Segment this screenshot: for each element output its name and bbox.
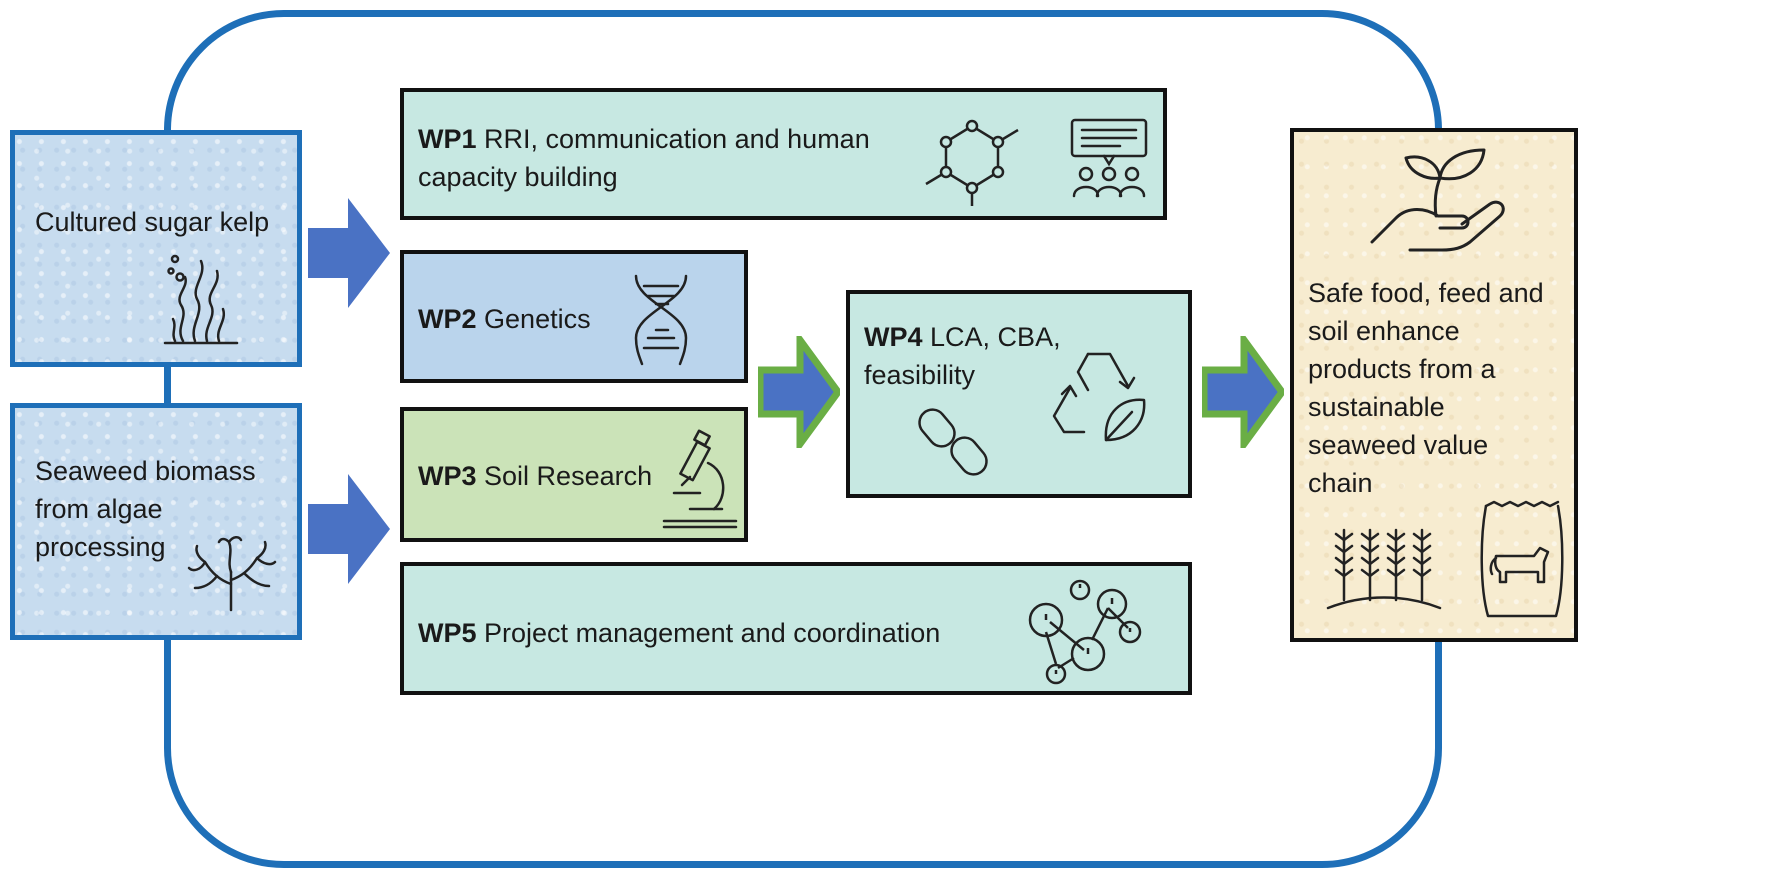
recycle-leaf-icon bbox=[1052, 352, 1146, 442]
kelp-icon bbox=[163, 254, 239, 345]
discussion-group-icon bbox=[1070, 118, 1148, 198]
wp-to-wp4-arrow bbox=[758, 336, 840, 448]
people-network-icon bbox=[1028, 579, 1142, 685]
input-biomass-line1: Seaweed biomass bbox=[35, 456, 256, 486]
wp2-box: WP2 Genetics bbox=[400, 250, 748, 383]
wp5-id: WP5 bbox=[418, 618, 477, 648]
wp5-box: WP5 Project management and coordination bbox=[400, 562, 1192, 695]
wp4-title: LCA, CBA, bbox=[930, 322, 1061, 352]
wp2-id: WP2 bbox=[418, 304, 477, 334]
microscope-icon bbox=[662, 429, 738, 529]
wp1-box: WP1 RRI, communication and human capacit… bbox=[400, 88, 1167, 220]
wp4-to-output-arrow bbox=[1202, 336, 1284, 448]
input-biomass-line2: from algae bbox=[35, 494, 163, 524]
wp1-label-line1: WP1 RRI, communication and human bbox=[418, 120, 870, 158]
wp4-label-line1: WP4 LCA, CBA, bbox=[864, 318, 1061, 356]
output-box: Safe food, feed and soil enhance product… bbox=[1290, 128, 1578, 642]
input-arrow-top bbox=[308, 198, 390, 308]
output-line-4: sustainable bbox=[1308, 392, 1445, 422]
wheat-field-icon bbox=[1326, 528, 1442, 610]
wp5-label: WP5 Project management and coordination bbox=[418, 614, 940, 652]
dna-icon bbox=[634, 274, 688, 366]
output-line-1: Safe food, feed and bbox=[1308, 278, 1544, 308]
hand-sprout-icon bbox=[1370, 148, 1505, 252]
input-biomass-line3: processing bbox=[35, 532, 166, 562]
wp5-title: Project management and coordination bbox=[484, 618, 941, 648]
output-line-3: products from a bbox=[1308, 354, 1496, 384]
input-sugar-kelp-label: Cultured sugar kelp bbox=[35, 207, 270, 237]
wp3-box: WP3 Soil Research bbox=[400, 407, 748, 542]
feed-bag-cow-icon bbox=[1480, 500, 1564, 618]
wp2-label: WP2 Genetics bbox=[418, 300, 591, 338]
wp1-title: RRI, communication and human bbox=[484, 124, 870, 154]
seaweed-icon bbox=[187, 536, 277, 612]
input-sugar-kelp-box: Cultured sugar kelp bbox=[10, 130, 302, 367]
wp4-id: WP4 bbox=[864, 322, 923, 352]
wp3-title: Soil Research bbox=[484, 461, 653, 491]
wp3-id: WP3 bbox=[418, 461, 477, 491]
molecule-network-icon bbox=[925, 119, 1019, 206]
output-line-2: soil enhance bbox=[1308, 316, 1460, 346]
chain-link-icon bbox=[918, 408, 988, 476]
wp2-title: Genetics bbox=[484, 304, 591, 334]
input-seaweed-biomass-box: Seaweed biomass from algae processing bbox=[10, 403, 302, 640]
wp3-label: WP3 Soil Research bbox=[418, 457, 652, 495]
wp4-box: WP4 LCA, CBA, feasibility bbox=[846, 290, 1192, 498]
output-line-6: chain bbox=[1308, 468, 1373, 498]
input-arrow-bottom bbox=[308, 474, 390, 584]
wp4-label-line2: feasibility bbox=[864, 360, 976, 390]
wp1-label-line2: capacity building bbox=[418, 162, 618, 192]
output-line-5: seaweed value bbox=[1308, 430, 1489, 460]
wp1-id: WP1 bbox=[418, 124, 477, 154]
